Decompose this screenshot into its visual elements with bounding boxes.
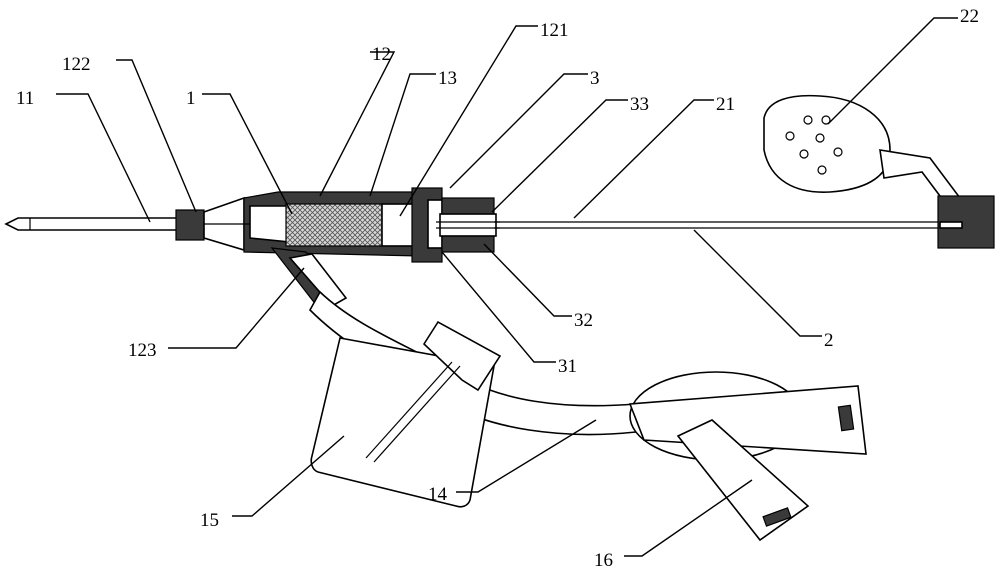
clamp <box>310 320 502 508</box>
reference-labels: 11 122 1 12 13 121 3 33 21 22 123 32 31 … <box>16 6 979 571</box>
label-13: 13 <box>438 68 457 89</box>
label-15: 15 <box>200 510 219 531</box>
label-121: 121 <box>540 20 569 41</box>
stylet-rod <box>494 221 942 229</box>
label-11: 11 <box>16 88 34 109</box>
label-122: 122 <box>62 54 91 75</box>
label-21: 21 <box>716 94 735 115</box>
label-33: 33 <box>630 94 649 115</box>
leader-lines <box>56 17 958 557</box>
main-hub-body <box>204 191 421 257</box>
label-123: 123 <box>128 340 157 361</box>
label-16: 16 <box>594 550 613 571</box>
side-port <box>270 247 348 311</box>
label-12: 12 <box>372 44 391 65</box>
label-14: 14 <box>428 484 448 505</box>
needle-tip <box>4 217 181 231</box>
label-1: 1 <box>186 88 196 109</box>
label-22: 22 <box>960 6 979 27</box>
label-2: 2 <box>824 330 834 351</box>
y-connector <box>628 371 867 542</box>
label-31: 31 <box>558 356 577 377</box>
stylet-handle <box>763 94 995 249</box>
label-3: 3 <box>590 68 600 89</box>
connector <box>411 187 500 263</box>
label-32: 32 <box>574 310 593 331</box>
